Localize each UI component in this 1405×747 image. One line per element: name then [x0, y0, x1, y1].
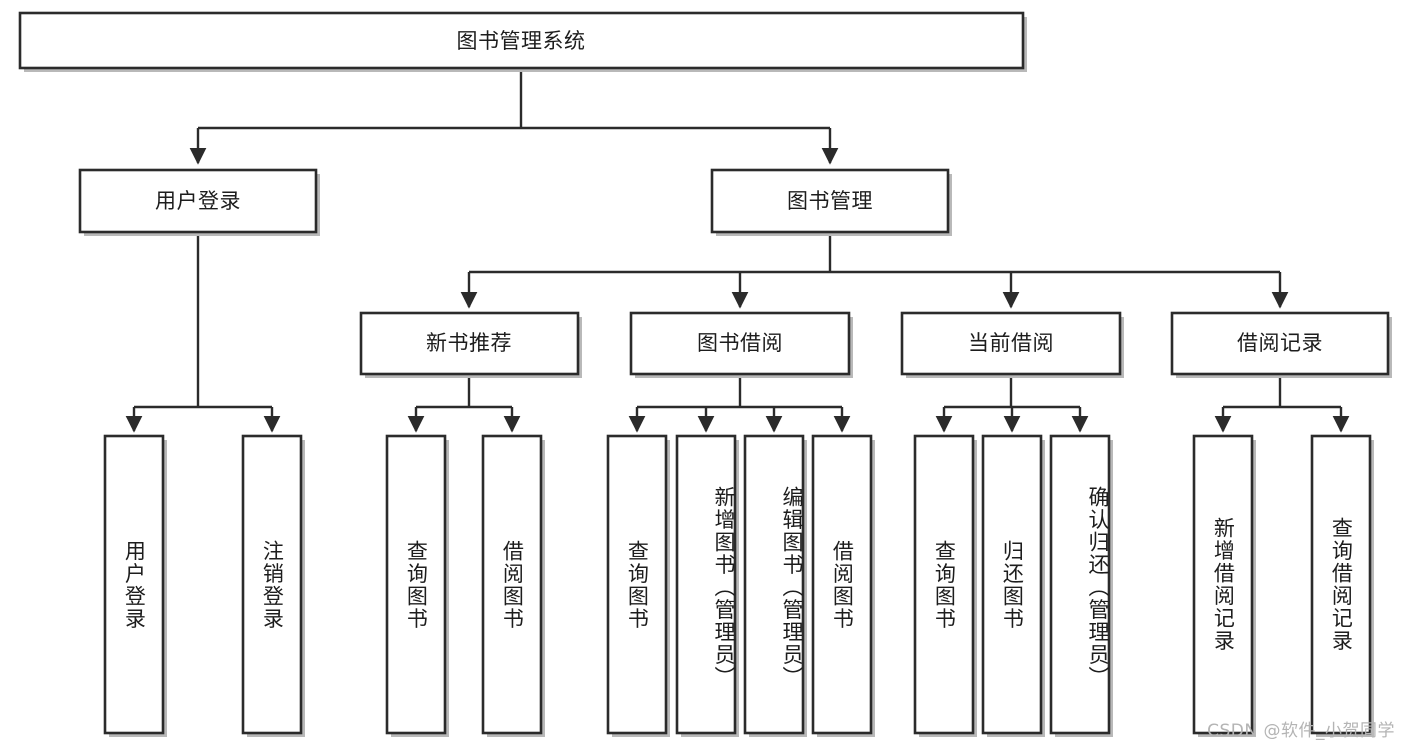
node-leaf-borrow-book-1[interactable] [481, 434, 545, 737]
node-leaf-query-book-3[interactable] [913, 434, 977, 737]
node-leaf-edit-book[interactable] [743, 434, 807, 737]
node-book-borrow-label: 图书借阅 [697, 331, 783, 355]
connector-newbook-to-leaves [407, 375, 521, 433]
node-leaf-query-record[interactable] [1310, 434, 1374, 737]
node-leaf-return-book[interactable] [981, 434, 1045, 737]
node-root-label: 图书管理系统 [457, 29, 586, 53]
node-borrow-record-label: 借阅记录 [1237, 331, 1323, 355]
node-leaf-logout[interactable] [241, 434, 305, 737]
node-book-borrow[interactable]: 图书借阅 [629, 311, 853, 378]
node-current-borrow[interactable]: 当前借阅 [900, 311, 1124, 378]
node-leaf-borrow-book-2[interactable] [811, 434, 875, 737]
node-leaf-confirm-return[interactable] [1049, 434, 1113, 737]
node-root[interactable]: 图书管理系统 [18, 11, 1027, 72]
node-leaf-user-login[interactable] [103, 434, 167, 737]
node-new-book-rec-label: 新书推荐 [426, 331, 512, 355]
node-user-login[interactable]: 用户登录 [78, 168, 320, 236]
connector-bookborrow-to-leaves [628, 375, 851, 433]
node-book-manage[interactable]: 图书管理 [710, 168, 952, 236]
node-leaf-query-book-2[interactable] [606, 434, 670, 737]
node-new-book-rec[interactable]: 新书推荐 [359, 311, 582, 378]
connector-currentborrow-to-leaves [935, 375, 1089, 433]
node-current-borrow-label: 当前借阅 [968, 331, 1054, 355]
watermark-text: CSDN @软件_小贺同学 [1207, 721, 1395, 741]
connector-bookmanage-to-level3 [460, 233, 1289, 309]
node-book-manage-label: 图书管理 [787, 189, 873, 213]
node-leaf-add-record[interactable] [1192, 434, 1256, 737]
connector-borrowrecord-to-leaves [1214, 375, 1350, 433]
node-user-login-label: 用户登录 [155, 189, 241, 213]
connector-root-to-level2 [189, 69, 839, 165]
node-leaf-query-book-1[interactable] [385, 434, 449, 737]
node-leaf-add-book[interactable] [675, 434, 739, 737]
node-borrow-record[interactable]: 借阅记录 [1170, 311, 1392, 378]
connector-userlogin-to-leaves [125, 233, 281, 433]
